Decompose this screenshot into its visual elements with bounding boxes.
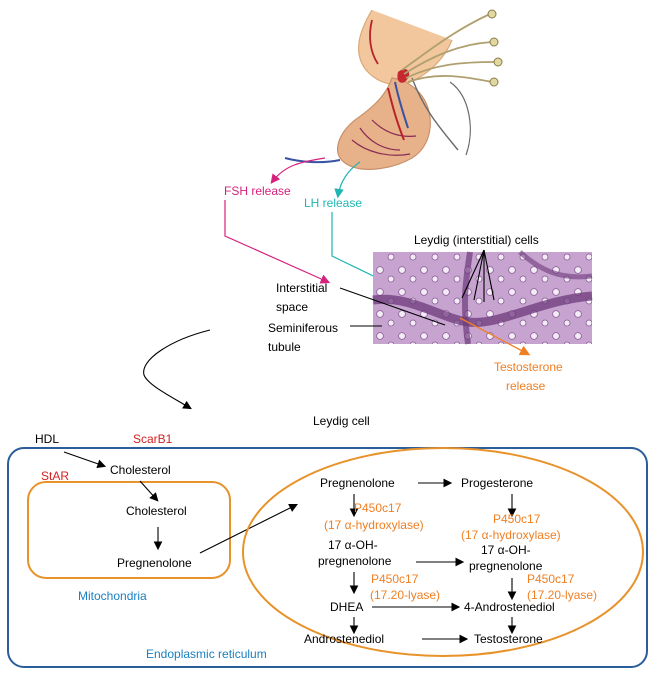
fsh-pathway: [224, 157, 331, 284]
oh-pregnenolone-left-2: pregnenolone: [318, 554, 392, 568]
oh-pregnenolone-left-1: 17 α-OH-: [328, 538, 378, 552]
mito-pregnenolone-label: Pregnenolone: [117, 556, 192, 570]
androstenediol-4-label: 4-Androstenediol: [464, 600, 555, 614]
testosterone-label: Testosterone: [474, 632, 543, 646]
enzyme-hydroxylase-right-name: P450c17: [493, 512, 541, 526]
androstenediol-label: Androstenediol: [304, 632, 384, 646]
mitochondria-label: Mitochondria: [78, 589, 147, 603]
enzyme-hydroxylase-right-desc: (17 α-hydroxylase): [461, 528, 561, 542]
testosterone-release-arrow: [459, 317, 531, 356]
mito-cholesterol-label: Cholesterol: [126, 504, 187, 518]
er-label: Endoplasmic reticulum: [146, 647, 267, 661]
testosterone-release-label-1: Testosterone: [494, 360, 563, 374]
hdl-label: HDL: [35, 432, 59, 446]
cholesterol-outer-label: Cholesterol: [110, 463, 171, 477]
cholesterol-into-mito-arrow: [139, 480, 159, 502]
dhea-label: DHEA: [330, 600, 363, 614]
mitochondria-box: [27, 481, 231, 579]
star-label: StAR: [41, 469, 69, 483]
oh-pregnenolone-right-2: pregnenolone: [469, 559, 543, 573]
scarb1-label: ScarB1: [133, 432, 173, 446]
lh-release-label: LH release: [304, 196, 362, 210]
oh-pregnenolone-right-1: 17 α-OH-: [481, 543, 531, 557]
hdl-to-cholesterol-arrow: [63, 451, 107, 468]
enzyme-lyase-left-name: P450c17: [371, 572, 419, 586]
enzyme-lyase-right-desc: (17.20-lyase): [527, 588, 597, 602]
pituitary-illustration: [284, 9, 503, 170]
er-progesterone-label: Progesterone: [461, 476, 533, 490]
interstitial-pointer: [339, 287, 446, 326]
leydig-cell-border: [7, 447, 648, 668]
er-ellipse: [242, 447, 644, 657]
leydig-cells-label: Leydig (interstitial) cells: [414, 233, 539, 247]
er-pregnenolone-label: Pregnenolone: [320, 476, 395, 490]
fsh-release-label: FSH release: [224, 184, 291, 198]
enzyme-hydroxylase-left-desc: (17 α-hydroxylase): [324, 518, 424, 532]
leydig-pointer-lines: [461, 249, 495, 302]
enzyme-hydroxylase-left-name: P450c17: [354, 501, 402, 515]
interstitial-label-2: space: [276, 300, 308, 314]
seminiferous-label-1: Seminiferous: [268, 321, 338, 335]
enzyme-lyase-left-desc: (17.20-lyase): [370, 588, 440, 602]
leydig-cell-title: Leydig cell: [313, 414, 370, 428]
seminiferous-label-2: tubule: [268, 340, 301, 354]
enzyme-lyase-right-name: P450c17: [527, 572, 575, 586]
interstitial-label-1: Interstitial: [276, 281, 327, 295]
zoom-curved-arrow: [143, 329, 211, 410]
testosterone-release-label-2: release: [506, 379, 546, 393]
